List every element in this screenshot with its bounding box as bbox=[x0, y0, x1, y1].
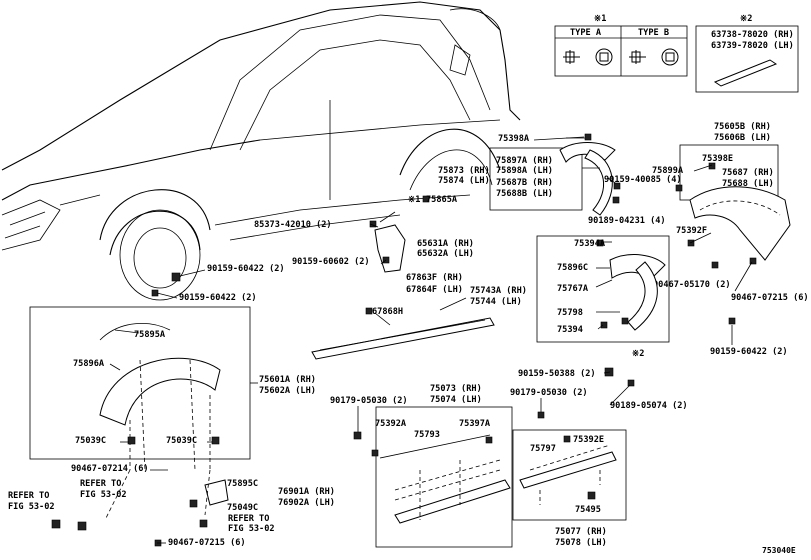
label-90189-04231: 90189-04231 (4) bbox=[588, 216, 666, 226]
refer-1-b: FIG 53-02 bbox=[80, 490, 127, 500]
front-lower-group: 75895C 76901A (RH) 76902A (LH) 75049C RE… bbox=[8, 479, 335, 548]
leader-lines bbox=[109, 136, 753, 544]
label-75073: 75073 (RH) bbox=[430, 384, 482, 394]
label-76902a: 76902A (LH) bbox=[278, 498, 335, 508]
label-75074: 75074 (LH) bbox=[430, 395, 482, 405]
legend-seal-box: ※2 63738-78020 (RH) 63739-78020 (LH) bbox=[695, 14, 799, 93]
label-90467-07215a: 90467-07215 (6) bbox=[731, 293, 809, 303]
label-75039c-b: 75039C bbox=[166, 436, 197, 446]
label-75767a: 75767A bbox=[557, 284, 589, 294]
label-75797: 75797 bbox=[530, 444, 556, 454]
side-step-group: 90179-05030 (2) 75073 (RH) 75074 (LH) 75… bbox=[330, 384, 513, 548]
label-75896a: 75896A bbox=[73, 359, 105, 369]
label-75078: 75078 (LH) bbox=[555, 538, 607, 548]
label-75392a: 75392A bbox=[375, 419, 407, 429]
label-mark2: ※2 bbox=[632, 349, 644, 359]
label-75687b: 75687B (RH) bbox=[496, 178, 553, 188]
label-90467-05170: 90467-05170 (2) bbox=[653, 280, 731, 290]
legend-type-a: TYPE A bbox=[570, 28, 602, 38]
clip-type-b-icon bbox=[629, 48, 679, 66]
label-75397a: 75397A bbox=[459, 419, 491, 429]
rear-flare-group: 75605B (RH) 75606B (LH) 75398E 75899A 75… bbox=[652, 122, 809, 357]
label-67864f: 67864F (LH) bbox=[406, 285, 463, 295]
label-65632a: 65632A (LH) bbox=[417, 249, 474, 259]
vehicle-outline bbox=[1, 1, 521, 301]
label-75606b: 75606B (LH) bbox=[714, 133, 771, 143]
front-flare-group: 75895A 75896A 75601A (RH) 75602A (LH) 75… bbox=[29, 306, 316, 547]
refer-1-a: REFER TO bbox=[80, 479, 121, 489]
label-75688: 75688 (LH) bbox=[722, 179, 774, 189]
rocker-moulding-group: 67863F (RH) 67864F (LH) 67868H 75743A (R… bbox=[311, 273, 527, 360]
label-90159-40085: 90159-40085 (4) bbox=[604, 175, 682, 185]
label-90179-05030b: 90179-05030 (2) bbox=[510, 388, 588, 398]
legend-part-lh: 63739-78020 (LH) bbox=[711, 41, 794, 51]
label-75605b: 75605B (RH) bbox=[714, 122, 771, 132]
label-75896c: 75896C bbox=[557, 263, 588, 273]
label-90159-50388: 90159-50388 (2) bbox=[518, 369, 596, 379]
label-76901a: 76901A (RH) bbox=[278, 487, 335, 497]
refer-3-b: FIG 53-02 bbox=[228, 524, 275, 534]
label-75602a: 75602A (LH) bbox=[259, 386, 316, 396]
label-75398a: 75398A bbox=[498, 134, 530, 144]
label-75793: 75793 bbox=[414, 430, 440, 440]
label-75899a: 75899A bbox=[652, 166, 684, 176]
refer-3-a: REFER TO bbox=[228, 514, 269, 524]
label-67863f: 67863F (RH) bbox=[406, 273, 463, 283]
label-75897a: 75897A (RH) bbox=[496, 156, 553, 166]
label-75394: 75394 bbox=[557, 325, 583, 335]
label-90159-60422b: 90159-60422 (2) bbox=[207, 264, 285, 274]
label-90189-05074: 90189-05074 (2) bbox=[610, 401, 688, 411]
label-75392f: 75392F bbox=[676, 226, 707, 236]
legend-part-rh: 63738-78020 (RH) bbox=[711, 30, 794, 40]
label-75865a: 75865A bbox=[426, 195, 458, 205]
label-75895c: 75895C bbox=[227, 479, 258, 489]
label-75077: 75077 (RH) bbox=[555, 527, 607, 537]
diagram-id: 753040E bbox=[762, 546, 796, 555]
clip-type-a-icon bbox=[563, 48, 613, 66]
label-67868h: 67868H bbox=[372, 307, 403, 317]
label-75392e: 75392E bbox=[573, 435, 604, 445]
legend-type-b: TYPE B bbox=[638, 28, 669, 38]
refer-2-a: REFER TO bbox=[8, 491, 49, 501]
label-75743a: 75743A (RH) bbox=[470, 286, 527, 296]
label-75049c: 75049C bbox=[227, 503, 258, 513]
label-90467-07214: 90467-07214 (6) bbox=[71, 464, 149, 474]
label-90467-07215b: 90467-07215 (6) bbox=[168, 538, 246, 548]
label-75688b: 75688B (LH) bbox=[496, 189, 553, 199]
step-cover-group: 75797 75392E 75495 75077 (RH) 75078 (LH) bbox=[512, 429, 627, 548]
rear-opening-group: 75394A 75896C 75767A 75798 75394 ※2 9015… bbox=[510, 235, 688, 419]
rear-upper-group: 75398A 75873 (RH) 75874 (LH) 75897A (RH)… bbox=[438, 133, 682, 226]
legend-type-box: ※1 TYPE A TYPE B bbox=[554, 14, 688, 77]
label-90159-60422a: 90159-60422 (2) bbox=[710, 347, 788, 357]
label-75495: 75495 bbox=[575, 505, 601, 515]
label-75601a: 75601A (RH) bbox=[259, 375, 316, 385]
label-75687: 75687 (RH) bbox=[722, 168, 774, 178]
center-bracket-group: ※1 75865A 85373-42010 (2) 65631A (RH) 65… bbox=[151, 195, 474, 303]
label-75898a: 75898A (LH) bbox=[496, 166, 553, 176]
label-90159-60602: 90159-60602 (2) bbox=[292, 257, 370, 267]
label-75744: 75744 (LH) bbox=[470, 297, 522, 307]
legend-mark2: ※2 bbox=[740, 14, 752, 24]
seal-strip-icon bbox=[713, 59, 778, 87]
label-75874: 75874 (LH) bbox=[438, 176, 490, 186]
label-90159-60422c: 90159-60422 (2) bbox=[179, 293, 257, 303]
label-75873: 75873 (RH) bbox=[438, 166, 490, 176]
label-75895a: 75895A bbox=[134, 330, 166, 340]
refer-2-b: FIG 53-02 bbox=[8, 502, 55, 512]
label-75398e: 75398E bbox=[702, 154, 733, 164]
label-mark1: ※1 bbox=[408, 195, 420, 205]
label-85373: 85373-42010 (2) bbox=[254, 220, 332, 230]
label-75039c-a: 75039C bbox=[75, 436, 106, 446]
label-90179-05030a: 90179-05030 (2) bbox=[330, 396, 408, 406]
label-65631a: 65631A (RH) bbox=[417, 239, 474, 249]
label-75798: 75798 bbox=[557, 308, 583, 318]
legend-mark1: ※1 bbox=[594, 14, 606, 24]
label-75394a: 75394A bbox=[574, 239, 606, 249]
